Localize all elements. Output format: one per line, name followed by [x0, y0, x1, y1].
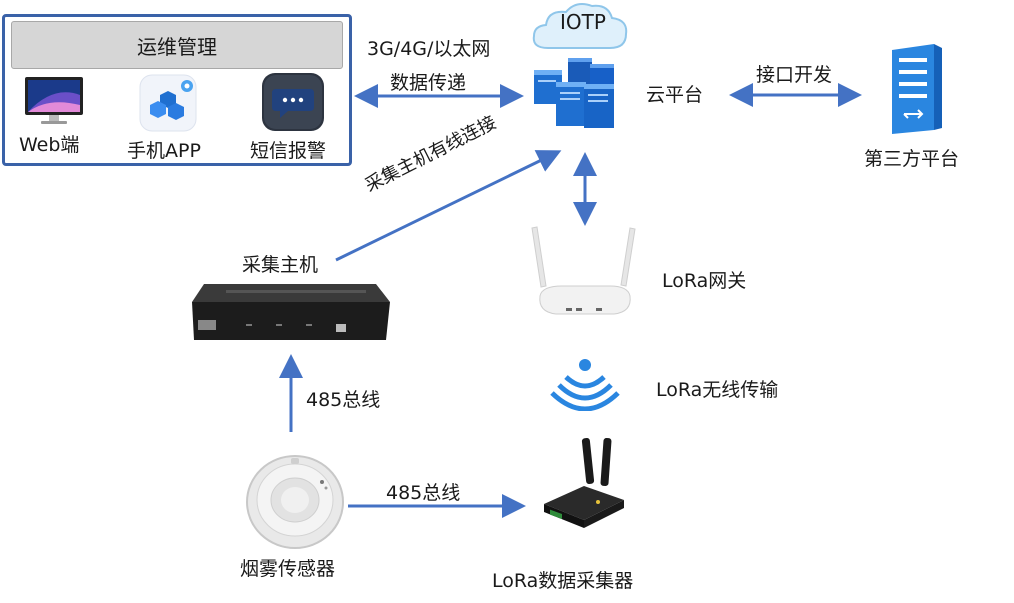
api-label: 接口开发: [756, 64, 833, 86]
cloud-platform-label: 云平台: [646, 84, 704, 106]
app-icon: [139, 74, 197, 132]
lora-gateway-label: LoRa网关: [662, 270, 747, 292]
ops-item-sms: 短信报警: [250, 140, 327, 162]
lora-module-icon: [544, 437, 624, 528]
third-party-label: 第三方平台: [864, 148, 960, 170]
network-label-line2: 数据传递: [390, 72, 467, 94]
ops-management-panel: 运维管理 Web端 手机APP 短信报警: [2, 14, 352, 166]
sms-icon: [262, 73, 324, 131]
lora-collector-label: LoRa数据采集器: [492, 570, 634, 592]
cloud-icon: [532, 3, 628, 49]
bus-horizontal-label: 485总线: [386, 482, 461, 504]
wireless-label: LoRa无线传输: [656, 379, 779, 401]
network-label-line1: 3G/4G/以太网: [367, 38, 491, 60]
server-cluster-icon: [534, 58, 614, 128]
cloud-tag-label: IOTP: [560, 10, 606, 34]
collector-device-icon: [192, 284, 390, 340]
router-icon: [531, 226, 636, 315]
collector-host-label: 采集主机: [242, 254, 319, 276]
wireless-signal-icon: [550, 359, 620, 411]
ops-item-app: 手机APP: [127, 140, 201, 162]
smoke-sensor-label: 烟雾传感器: [240, 558, 336, 580]
bus-vertical-label: 485总线: [306, 389, 381, 411]
ops-management-title: 运维管理: [11, 21, 343, 69]
ops-item-web: Web端: [19, 134, 80, 156]
monitor-icon: [25, 77, 83, 124]
arrow-host-cloud: [335, 150, 562, 262]
server-rack-icon: [892, 44, 942, 134]
smoke-detector-icon: [246, 455, 344, 549]
